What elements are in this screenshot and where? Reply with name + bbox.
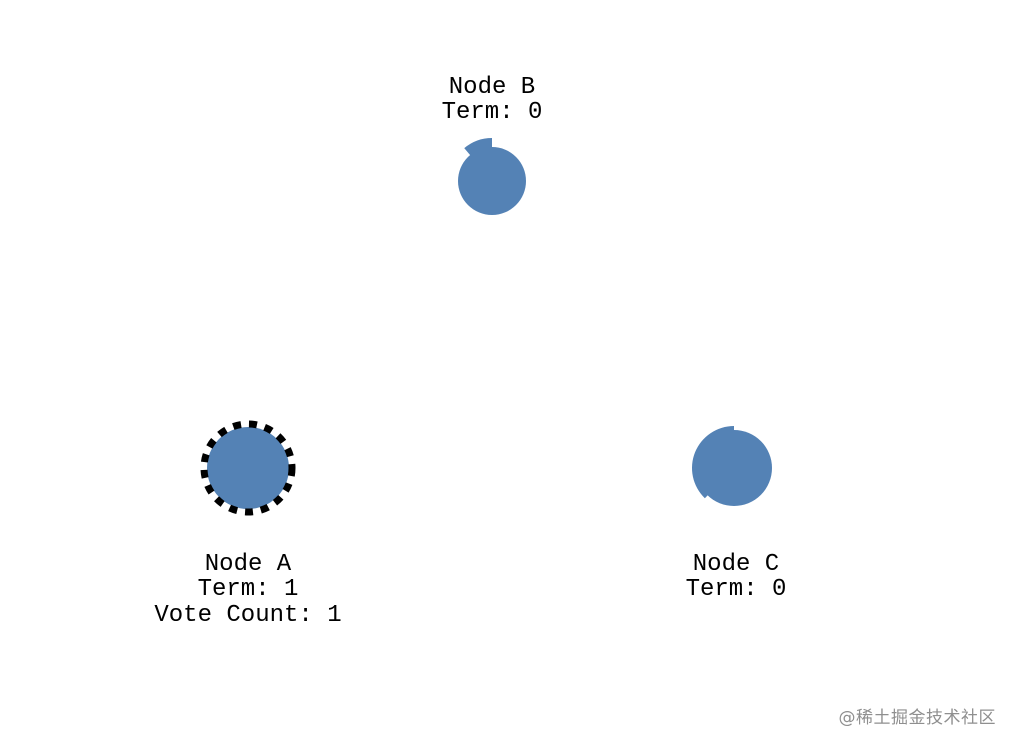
node-b-name: Node B <box>449 74 535 101</box>
node-c[interactable]: Node C Term: 0 <box>686 426 787 603</box>
node-a-circle <box>207 427 289 509</box>
node-b-timeout-arc <box>464 138 492 181</box>
node-c-name: Node C <box>693 551 779 578</box>
watermark-text: @稀土掘金技术社区 <box>838 708 996 728</box>
node-c-timeout-arc <box>692 426 734 499</box>
node-c-term: Term: 0 <box>686 576 787 603</box>
node-a-candidate-ring <box>200 420 296 516</box>
node-a-name: Node A <box>205 551 292 578</box>
node-a-vote-count: Vote Count: 1 <box>154 602 341 629</box>
node-b[interactable]: Node B Term: 0 <box>442 74 543 215</box>
node-a-term: Term: 1 <box>198 576 299 603</box>
node-a[interactable]: Node A Term: 1 Vote Count: 1 <box>154 420 342 629</box>
node-b-term: Term: 0 <box>442 99 543 126</box>
